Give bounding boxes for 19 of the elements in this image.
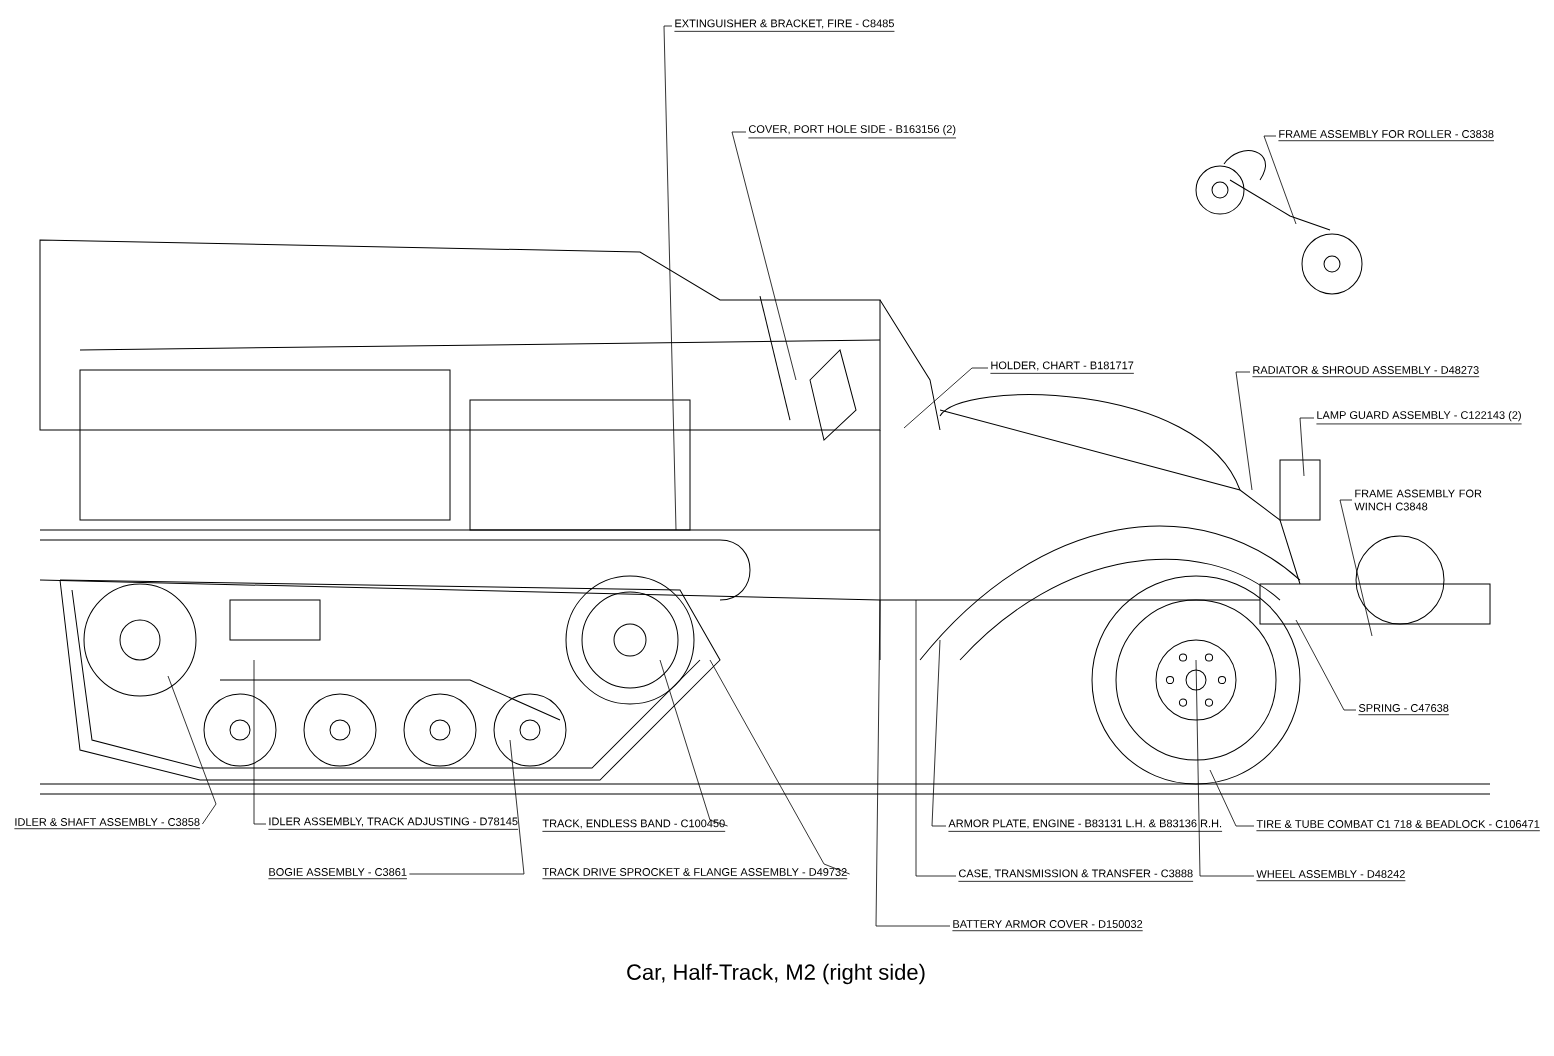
leader-line <box>253 659 267 825</box>
leader-line <box>903 367 989 429</box>
leader-line <box>659 659 728 827</box>
caption: Car, Half-Track, M2 (right side) <box>627 963 925 985</box>
leader-line <box>1299 417 1315 477</box>
leader-line <box>1339 499 1373 637</box>
leader-line <box>1235 371 1253 491</box>
leader-line <box>931 639 947 827</box>
leader-line <box>663 25 677 531</box>
leader-line <box>409 739 525 875</box>
leader-line <box>167 675 217 825</box>
leader-line <box>1295 619 1357 711</box>
leader-line <box>915 599 957 877</box>
leader-line <box>1195 659 1255 877</box>
leader-line <box>731 131 797 381</box>
leader-line <box>875 599 951 927</box>
leader-line <box>709 659 851 875</box>
leader-line <box>1263 135 1297 225</box>
leader-line <box>1209 769 1255 827</box>
